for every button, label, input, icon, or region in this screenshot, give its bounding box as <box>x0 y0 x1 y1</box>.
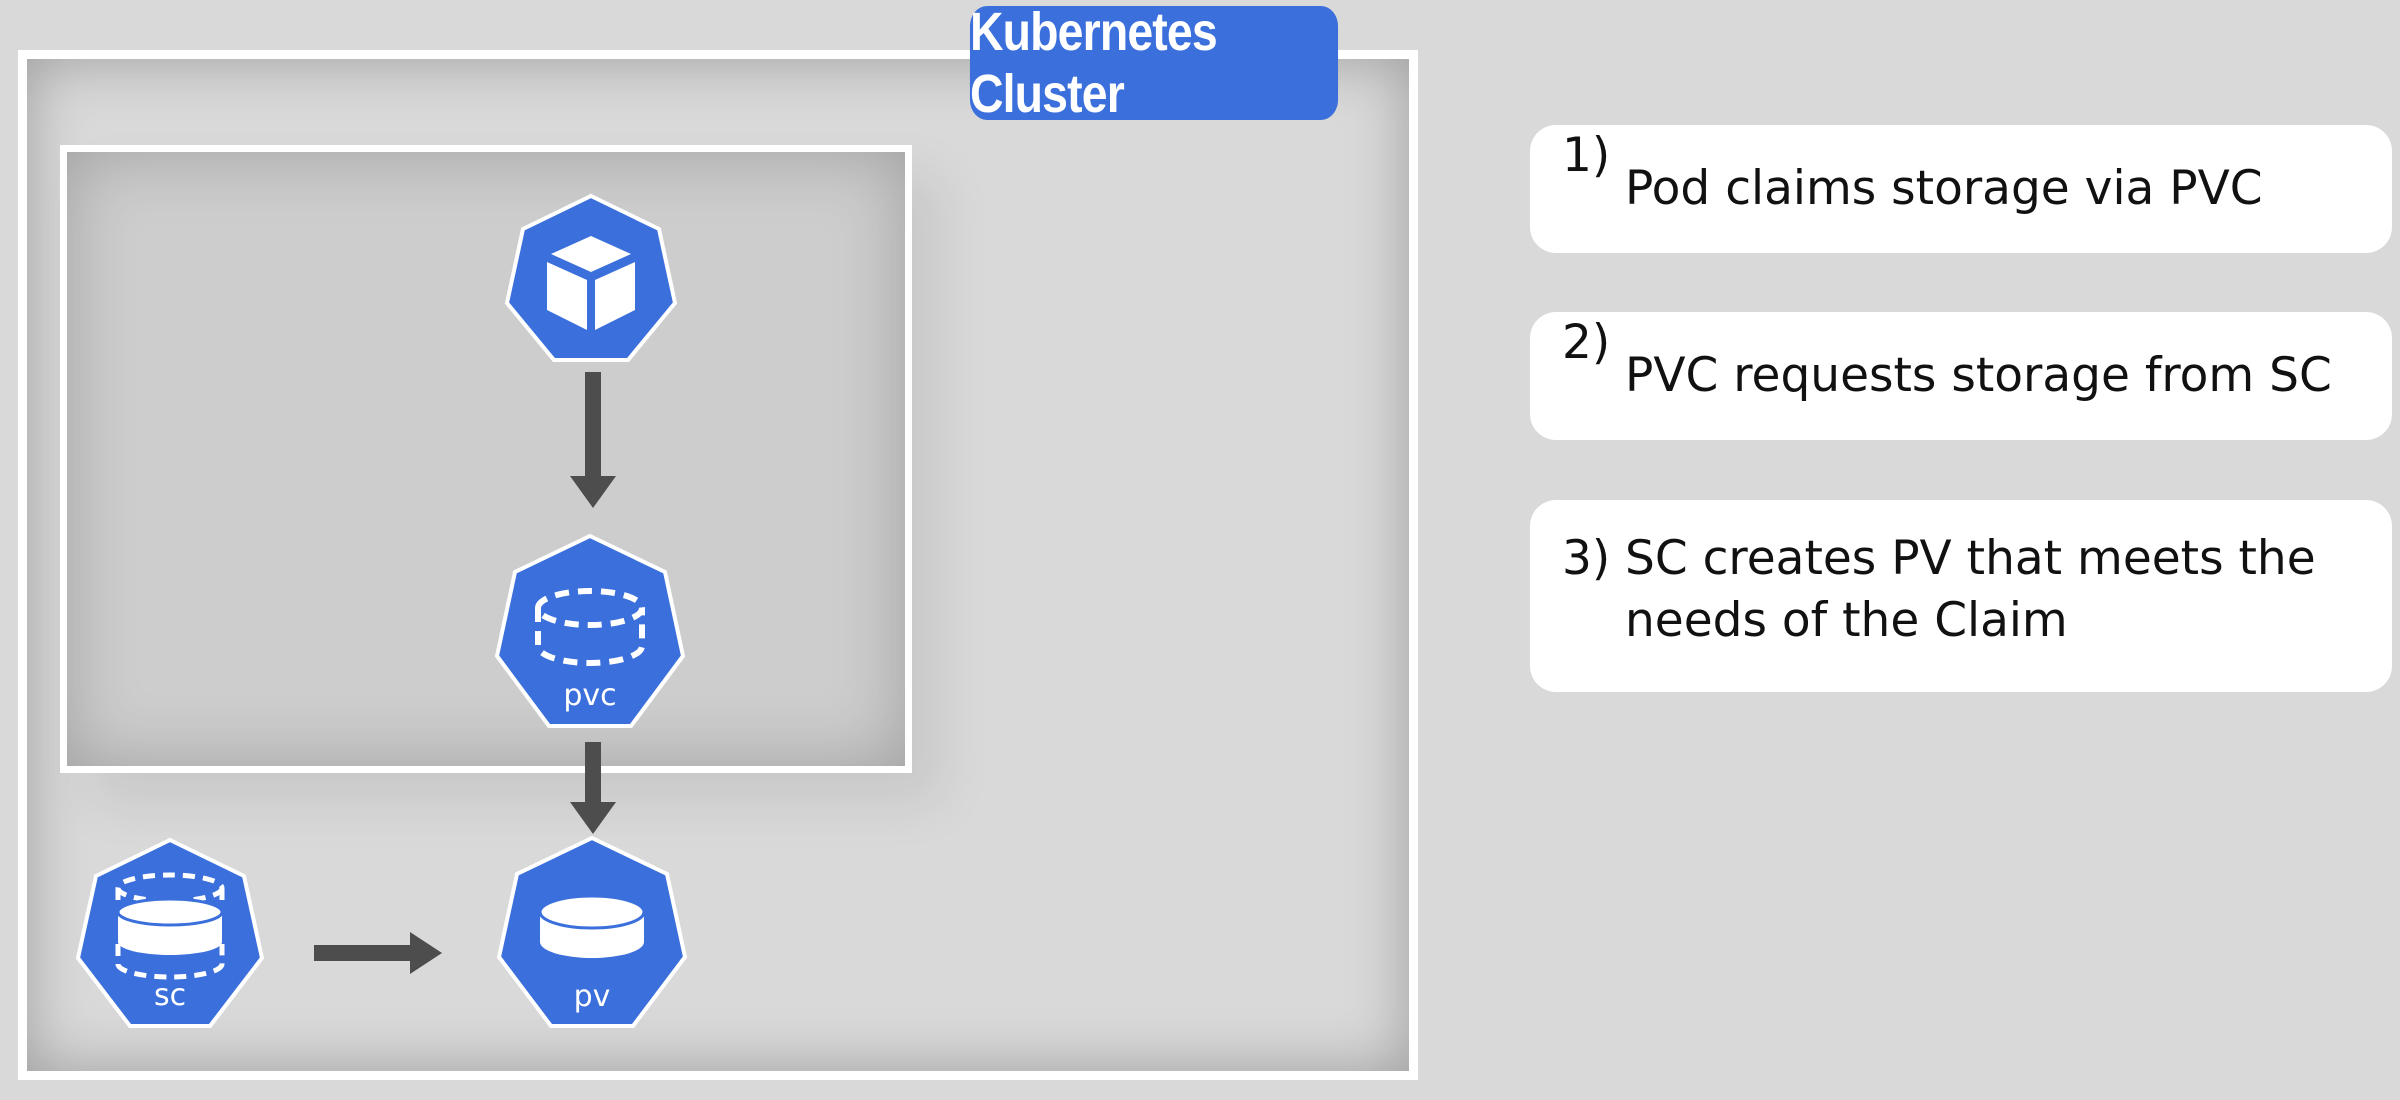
step-3-card: 3) SC creates PV that meets the needs of… <box>1530 500 2392 692</box>
step-2-text: PVC requests storage from SC <box>1625 348 2332 403</box>
pv-node[interactable]: pv <box>495 834 689 1032</box>
kubernetes-cluster-frame <box>18 50 1418 1080</box>
step-3-text: SC creates PV that meets the needs of th… <box>1625 531 2316 648</box>
pod-node[interactable] <box>503 192 679 364</box>
pv-label: pv <box>574 979 611 1014</box>
cluster-title: Kubernetes Cluster <box>969 2 1339 124</box>
step-2-number: 2) <box>1562 315 1611 370</box>
arrow-sc-to-pv <box>314 932 442 974</box>
step-1-number: 1) <box>1562 128 1611 183</box>
step-1-text: Pod claims storage via PVC <box>1625 161 2263 216</box>
cube-icon <box>504 193 678 362</box>
arrow-pvc-to-pv <box>570 742 616 834</box>
arrow-pod-to-pvc <box>570 372 616 508</box>
dashed-cylinder-icon: pvc <box>494 533 686 728</box>
step-2-card: 2) PVC requests storage from SC <box>1530 312 2392 440</box>
sc-label: sc <box>154 978 186 1013</box>
stacked-cylinders-icon: sc <box>75 837 265 1028</box>
namespace-frame <box>60 145 912 773</box>
disk-icon: pv <box>496 835 688 1028</box>
step-1-card: 1) Pod claims storage via PVC <box>1530 125 2392 253</box>
pvc-label: pvc <box>563 678 616 713</box>
sc-node[interactable]: sc <box>74 836 266 1032</box>
step-3-number: 3) <box>1562 531 1611 586</box>
pvc-node[interactable]: pvc <box>493 532 687 732</box>
